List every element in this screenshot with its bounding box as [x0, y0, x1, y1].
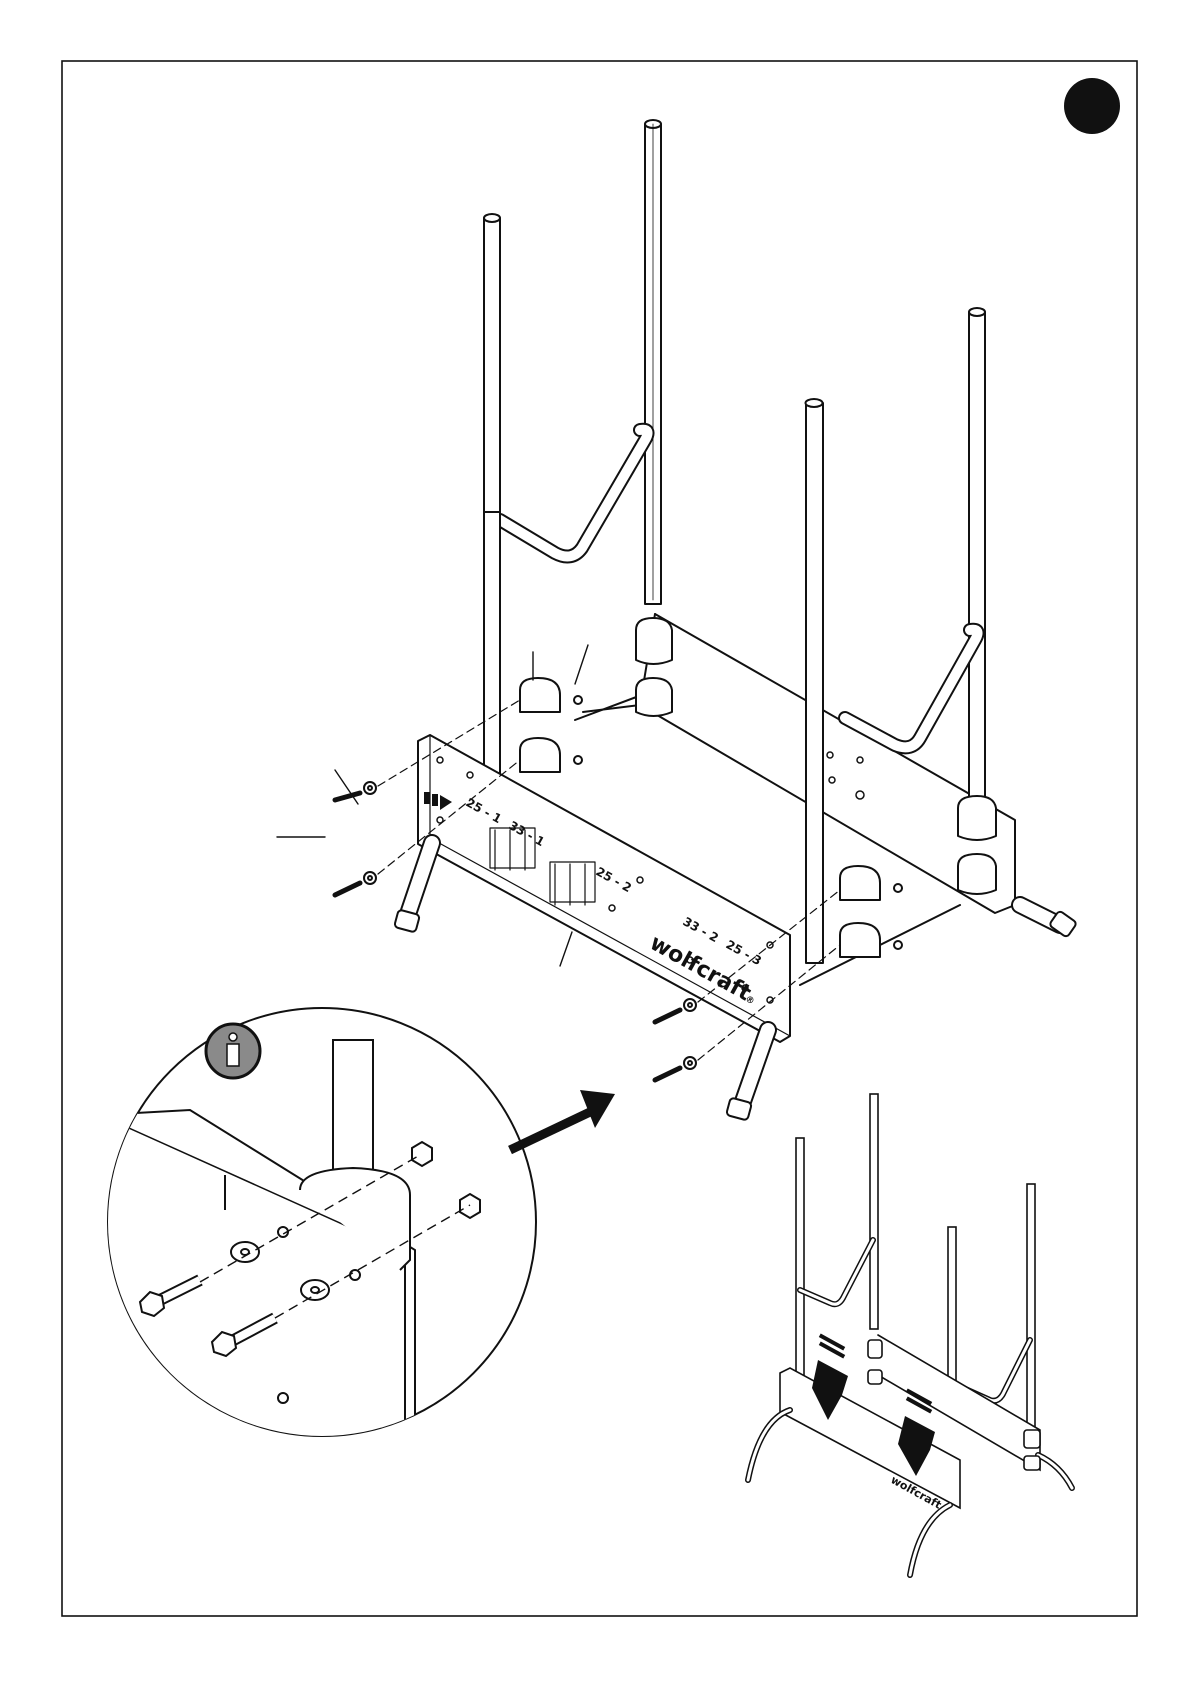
leg-front-right	[806, 399, 824, 963]
foot-rear-right	[1020, 905, 1077, 938]
leg-rear-left	[645, 120, 661, 604]
zoom-nut-lower	[460, 1194, 480, 1218]
u-clamp-parts-right	[840, 866, 902, 957]
overview-drawing	[748, 1094, 1072, 1575]
main-assembly-drawing	[277, 120, 1077, 1121]
detail-arrow	[510, 1090, 615, 1150]
leg-front-left	[484, 214, 500, 773]
zoom-nut-upper	[412, 1142, 432, 1166]
foot-right	[726, 1030, 768, 1121]
u-clamp-parts-left	[520, 678, 582, 772]
step-number-dot	[1064, 78, 1120, 134]
info-icon	[206, 1024, 260, 1078]
leg-rear-right	[969, 308, 985, 832]
bolts-right	[655, 999, 696, 1080]
bolts-left	[335, 782, 376, 895]
detail-magnifier	[80, 1008, 536, 1500]
